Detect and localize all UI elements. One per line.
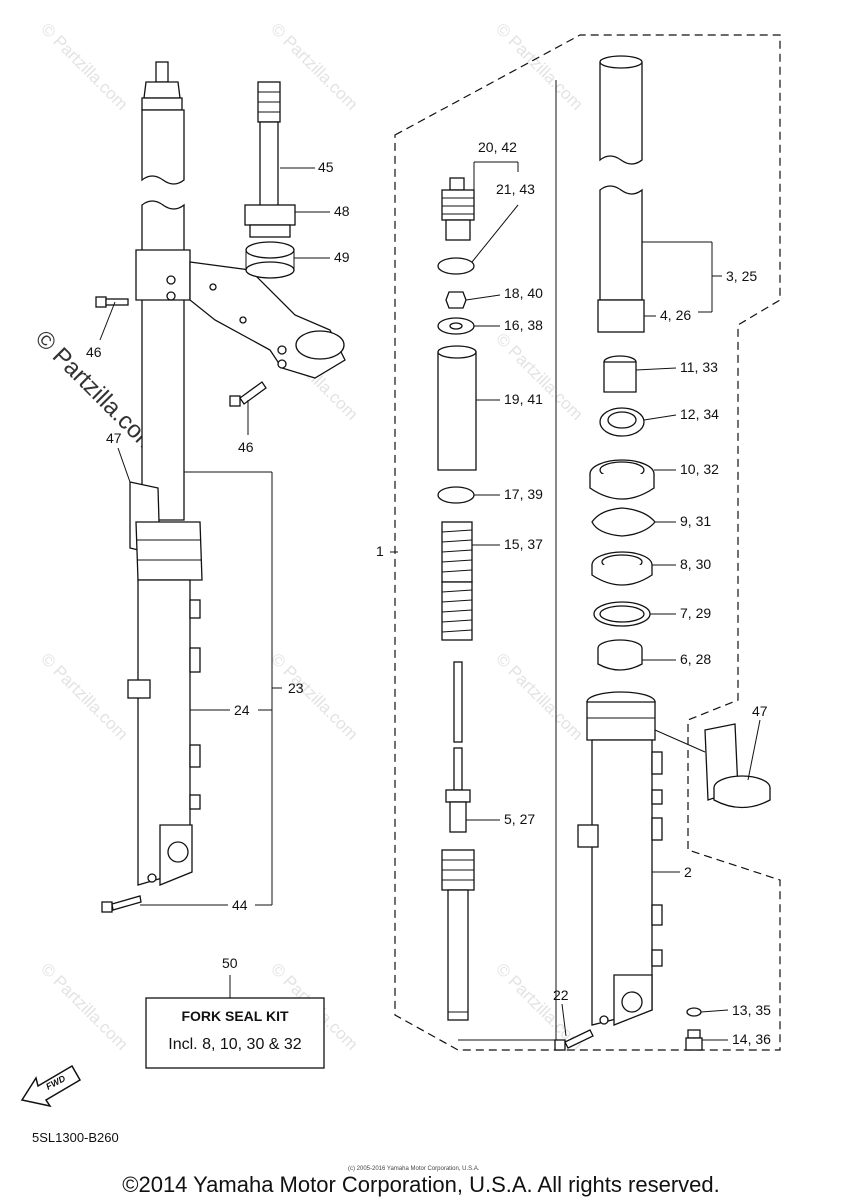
watermark: © Partzilla.com xyxy=(492,649,586,743)
callout-label: 16, 38 xyxy=(504,317,543,333)
clip-12 xyxy=(599,407,645,437)
kit-contents: Incl. 8, 10, 30 & 32 xyxy=(168,1036,302,1053)
fork-guard-47 xyxy=(704,723,771,809)
upper-bracket-clamp xyxy=(135,249,191,301)
watermark: © Partzilla.com xyxy=(37,649,131,743)
bolt-14 xyxy=(685,1029,703,1051)
watermark: © Partzilla.com xyxy=(267,649,361,743)
kit-title: FORK SEAL KIT xyxy=(181,1008,289,1024)
watermark: © Partzilla.com xyxy=(492,19,586,113)
kit-number: 50 xyxy=(222,955,238,971)
copyright-notice: ©2014 Yamaha Motor Corporation, U.S.A. A… xyxy=(122,1172,719,1197)
callout-label: 44 xyxy=(232,897,248,913)
fork-seal-kit: 50 FORK SEAL KIT Incl. 8, 10, 30 & 32 xyxy=(145,955,325,1069)
callout-label: 46 xyxy=(238,439,254,455)
watermark: © Partzilla.com xyxy=(267,19,361,113)
callout-label: 21, 43 xyxy=(496,181,535,197)
callout-label: 2 xyxy=(684,864,692,880)
nut-18 xyxy=(445,291,467,309)
damper-rod-5 xyxy=(445,661,471,833)
callout-label: 45 xyxy=(318,159,334,175)
callout-label: 14, 36 xyxy=(732,1031,771,1047)
fork-top-cap xyxy=(141,61,183,111)
outer-tube-top xyxy=(135,521,203,581)
outer-components xyxy=(554,55,771,1051)
bolt-46-lower xyxy=(229,381,267,407)
diagram-code: 5SL1300-B260 xyxy=(32,1130,119,1145)
inner-tube-upper xyxy=(141,109,185,185)
callout-label: 23 xyxy=(288,680,304,696)
seat-17 xyxy=(437,486,475,504)
cap-bolt-20 xyxy=(441,177,475,241)
steering-bracket-arm xyxy=(189,261,346,379)
callout-label: 20, 42 xyxy=(478,139,517,155)
callout-label: 22 xyxy=(553,987,569,1003)
watermark: © Partzilla.com xyxy=(37,19,131,113)
damper-components xyxy=(437,177,477,1021)
fork-spring-15 xyxy=(441,521,473,641)
callout-label: 47 xyxy=(752,703,768,719)
callout-label: 10, 32 xyxy=(680,461,719,477)
oil-seal-8 xyxy=(591,551,653,586)
callout-label: 8, 30 xyxy=(680,556,711,572)
race-49 xyxy=(245,241,295,279)
bolt-44 xyxy=(101,895,142,913)
left-fork-assembly xyxy=(95,61,346,913)
inner-tube xyxy=(141,200,185,521)
fwd-arrow-icon: FWD xyxy=(20,1064,82,1108)
callout-label: 5, 27 xyxy=(504,811,535,827)
callout-label: 4, 26 xyxy=(660,307,691,323)
bolt-46-upper xyxy=(95,296,129,308)
spacer-19 xyxy=(437,351,477,471)
watermark: © Partzilla.com xyxy=(37,959,131,1053)
washer-13 xyxy=(686,1007,702,1017)
callout-label: 46 xyxy=(86,344,102,360)
slide-bush-6 xyxy=(597,639,643,671)
callout-label: 48 xyxy=(334,203,350,219)
callout-label: 49 xyxy=(334,249,350,265)
callout-label: 17, 39 xyxy=(504,486,543,502)
callout-label: 18, 40 xyxy=(504,285,543,301)
bolt-22 xyxy=(554,1029,594,1051)
callout-label: 3, 25 xyxy=(726,268,757,284)
watermark: © Partzilla.com xyxy=(492,329,586,423)
callout-label: 11, 33 xyxy=(680,359,718,375)
callout-label: 1 xyxy=(376,543,384,559)
callout-label: 12, 34 xyxy=(680,406,719,422)
callout-label: 7, 29 xyxy=(680,605,711,621)
callout-label: 9, 31 xyxy=(680,513,711,529)
stem-clamp-hole xyxy=(295,330,345,360)
o-ring-21 xyxy=(437,257,475,275)
callout-label: 19, 41 xyxy=(504,391,543,407)
callout-label: 47 xyxy=(106,430,122,446)
callout-label: 13, 35 xyxy=(732,1002,771,1018)
inner-tube-3 xyxy=(599,61,643,165)
callout-label: 6, 28 xyxy=(680,651,711,667)
bearing-48 xyxy=(244,204,296,238)
callout-label: 24 xyxy=(234,702,250,718)
dust-seal-10 xyxy=(589,459,655,500)
outer-tube-2 xyxy=(577,691,663,1026)
slide-bush-4 xyxy=(597,299,645,333)
kit-box xyxy=(145,997,325,1069)
steering-stem xyxy=(257,81,281,211)
damper-cylinder xyxy=(441,849,475,1021)
tiny-credit: (c) 2005-2016 Yamaha Motor Corporation, … xyxy=(348,1166,480,1172)
bush-11 xyxy=(603,355,637,393)
assembly-boundary xyxy=(394,34,781,1051)
washer-9 xyxy=(591,507,656,537)
callout-label: 15, 37 xyxy=(504,536,543,552)
